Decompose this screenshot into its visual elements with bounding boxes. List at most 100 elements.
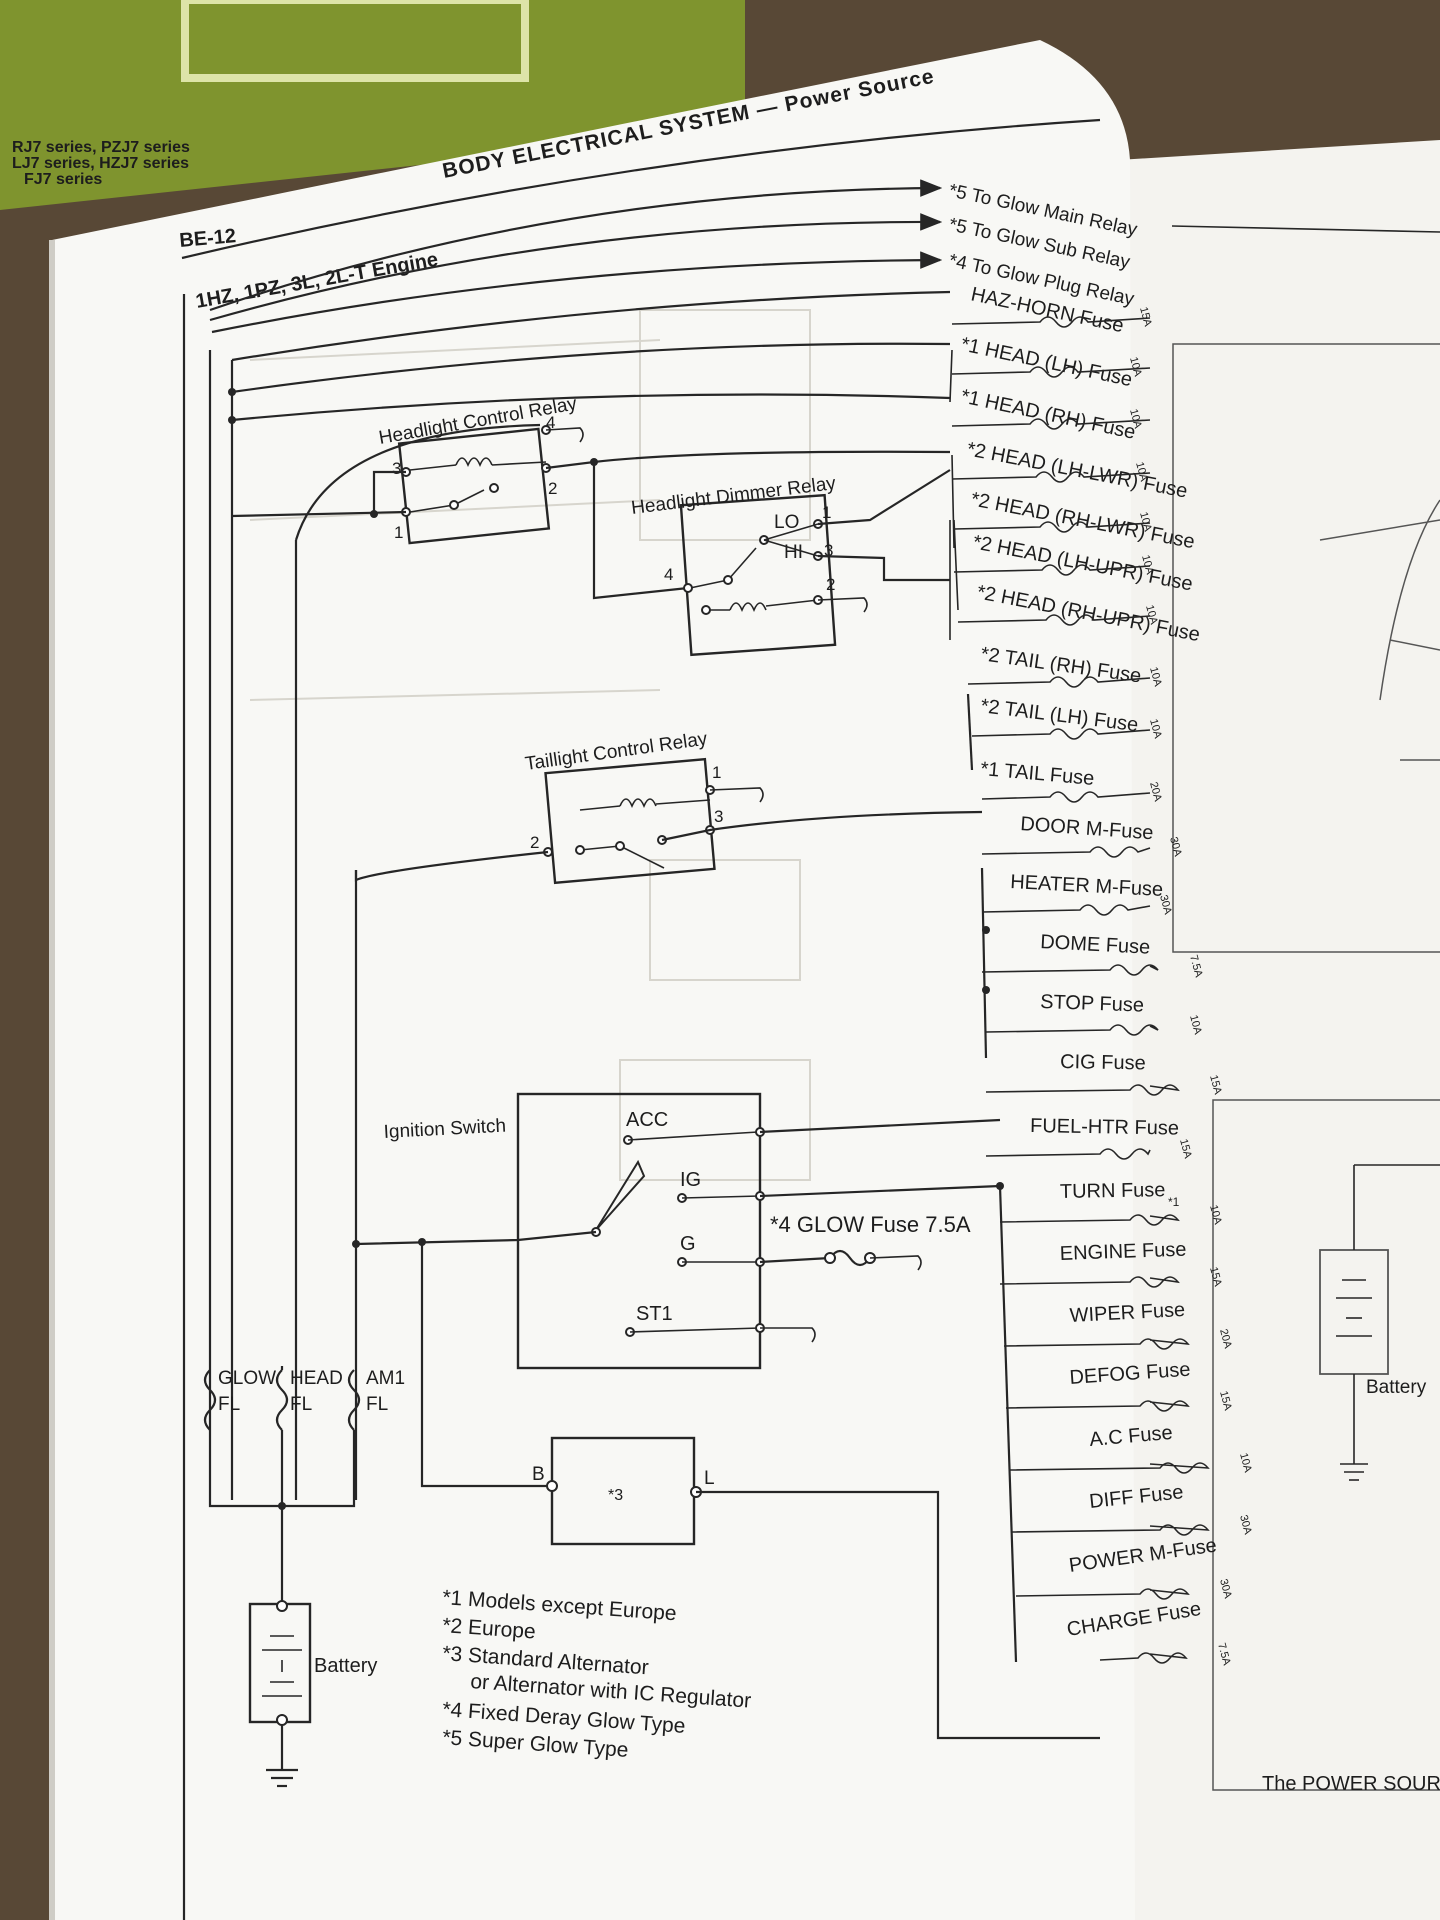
alternator: *3 B L	[532, 1436, 1100, 1740]
fuse-4-wire	[953, 521, 1151, 533]
fuse-10-wire	[981, 846, 1151, 858]
fuse-0-wire	[951, 316, 1151, 328]
fuse-17-wire	[999, 1276, 1180, 1288]
fuse-15-rating: 15A	[1177, 1138, 1194, 1161]
alternator-l-label: L	[704, 1468, 715, 1489]
cover-line-3: FJ7 series	[24, 171, 102, 188]
fuse-16: TURN Fuse 10A	[999, 1179, 1224, 1227]
cover-line-2: LJ7 series, HZJ7 series	[12, 155, 189, 172]
alternator-mark: *3	[608, 1487, 623, 1504]
fusible-link-head-name: HEAD	[290, 1368, 343, 1389]
fuse-12-wire	[981, 964, 1159, 976]
fusible-link-head-unit: FL	[290, 1394, 312, 1415]
fuse-7-wire	[967, 676, 1151, 688]
fuse-1-rating: 10A	[1127, 356, 1144, 379]
fuse-9-rating: 20A	[1147, 781, 1164, 804]
fuse-20-wire	[1009, 1462, 1210, 1474]
fuse-16-wire	[999, 1214, 1180, 1226]
svg-text:1: 1	[394, 523, 403, 542]
ignition-g-label: G	[680, 1233, 696, 1255]
alternator-b-label: B	[532, 1464, 545, 1485]
right-page	[1118, 140, 1440, 1920]
fuse-1-wire	[951, 366, 1151, 378]
fuse-17-label: ENGINE Fuse	[1059, 1239, 1186, 1265]
fuse-11-rating: 30A	[1157, 894, 1174, 917]
fuse-15-label: FUEL-HTR Fuse	[1030, 1115, 1179, 1140]
fusible-link-am1-name: AM1	[366, 1368, 405, 1389]
fuse-17: ENGINE Fuse 15A	[999, 1239, 1224, 1289]
fuse-4-rating: 10A	[1137, 511, 1154, 534]
glow-output-wires	[209, 179, 943, 334]
fuse-6-rating: 10A	[1143, 604, 1160, 627]
ignition-st1-label: ST1	[636, 1303, 673, 1325]
fuse-5-wire	[953, 564, 1151, 576]
fuse-13: STOP Fuse 10A	[985, 991, 1204, 1037]
glow-fuse-label: *4 GLOW Fuse 7.5A	[770, 1212, 971, 1237]
svg-text:3: 3	[714, 807, 723, 826]
svg-text:2: 2	[826, 575, 835, 594]
fusible-link-head: HEAD FL	[275, 1368, 343, 1431]
bus-wires	[228, 290, 951, 1500]
fuse-19-wire	[1005, 1400, 1190, 1412]
fuse-3-wire	[951, 471, 1151, 483]
ignition-switch: Ignition Switch ACC IG G ST1	[352, 1092, 1004, 1488]
fuse-7-rating: 10A	[1147, 666, 1164, 689]
fusible-links: GLOW FL HEAD FL AM1 FL	[203, 350, 405, 1602]
fuse-18-wire	[1003, 1338, 1190, 1350]
fuse-11-wire	[981, 904, 1151, 916]
fuse-16-rating: 10A	[1207, 1204, 1224, 1227]
fusible-link-glow: GLOW FL	[203, 1368, 276, 1431]
svg-text:3: 3	[824, 541, 833, 560]
dimmer-lo-label: LO	[774, 512, 799, 533]
fuse-14-wire	[985, 1084, 1180, 1096]
fuse-3-rating: 10A	[1133, 461, 1150, 484]
ignition-acc-label: ACC	[626, 1109, 668, 1131]
cover-text: RJ7 series, PZJ7 series LJ7 series, HZJ7…	[12, 139, 190, 188]
fuse-14-rating: 15A	[1207, 1074, 1224, 1097]
fuse-0-rating: 15A	[1137, 306, 1154, 329]
dimmer-hi-label: HI	[784, 542, 803, 563]
fuse-20-rating: 10A	[1237, 1452, 1254, 1475]
fuse-22-rating: 30A	[1217, 1578, 1234, 1601]
cover-line-1: RJ7 series, PZJ7 series	[12, 139, 190, 156]
fuse-15-wire	[985, 1148, 1151, 1160]
fuse-5-rating: 10A	[1139, 554, 1156, 577]
svg-text:4: 4	[664, 565, 673, 584]
right-battery-label: Battery	[1366, 1377, 1427, 1398]
cover-frame	[181, 0, 529, 82]
battery: Battery	[248, 1600, 377, 1788]
fuse-2-wire	[951, 418, 1151, 430]
fuse-8-wire	[971, 728, 1151, 740]
fuse-17-rating: 15A	[1207, 1266, 1224, 1289]
turn-fuse-note: *1	[1168, 1195, 1180, 1209]
svg-text:4: 4	[546, 413, 555, 432]
battery-label: Battery	[314, 1655, 377, 1677]
fuse-13-label: STOP Fuse	[1040, 991, 1144, 1017]
right-page-content: Battery The POWER SOUR	[1171, 225, 1440, 1795]
fuse-22-wire	[1015, 1588, 1190, 1600]
fuse-16-label: TURN Fuse	[1060, 1179, 1166, 1203]
fuse-2-rating: 10A	[1127, 408, 1144, 431]
svg-text:1: 1	[822, 503, 831, 522]
fusible-link-glow-unit: FL	[218, 1394, 240, 1415]
fusible-link-am1-unit: FL	[366, 1394, 388, 1415]
svg-text:1: 1	[712, 763, 721, 782]
fuse-9-wire	[981, 791, 1151, 803]
fuse-19-rating: 15A	[1217, 1390, 1234, 1413]
fuse-18-rating: 20A	[1217, 1328, 1234, 1351]
fuse-6-wire	[957, 614, 1151, 626]
svg-text:3: 3	[392, 459, 401, 478]
fuse-23-rating: 7.5A	[1215, 1642, 1233, 1668]
glow-fuse: *4 GLOW Fuse 7.5A	[770, 1212, 971, 1271]
main-page	[52, 40, 1135, 1920]
fuse-13-rating: 10A	[1187, 1014, 1204, 1037]
svg-text:2: 2	[530, 833, 539, 852]
fuse-23-wire	[1099, 1652, 1188, 1664]
svg-text:2: 2	[548, 479, 557, 498]
fuse-21-wire	[1011, 1524, 1210, 1536]
show-through	[249, 309, 811, 1181]
